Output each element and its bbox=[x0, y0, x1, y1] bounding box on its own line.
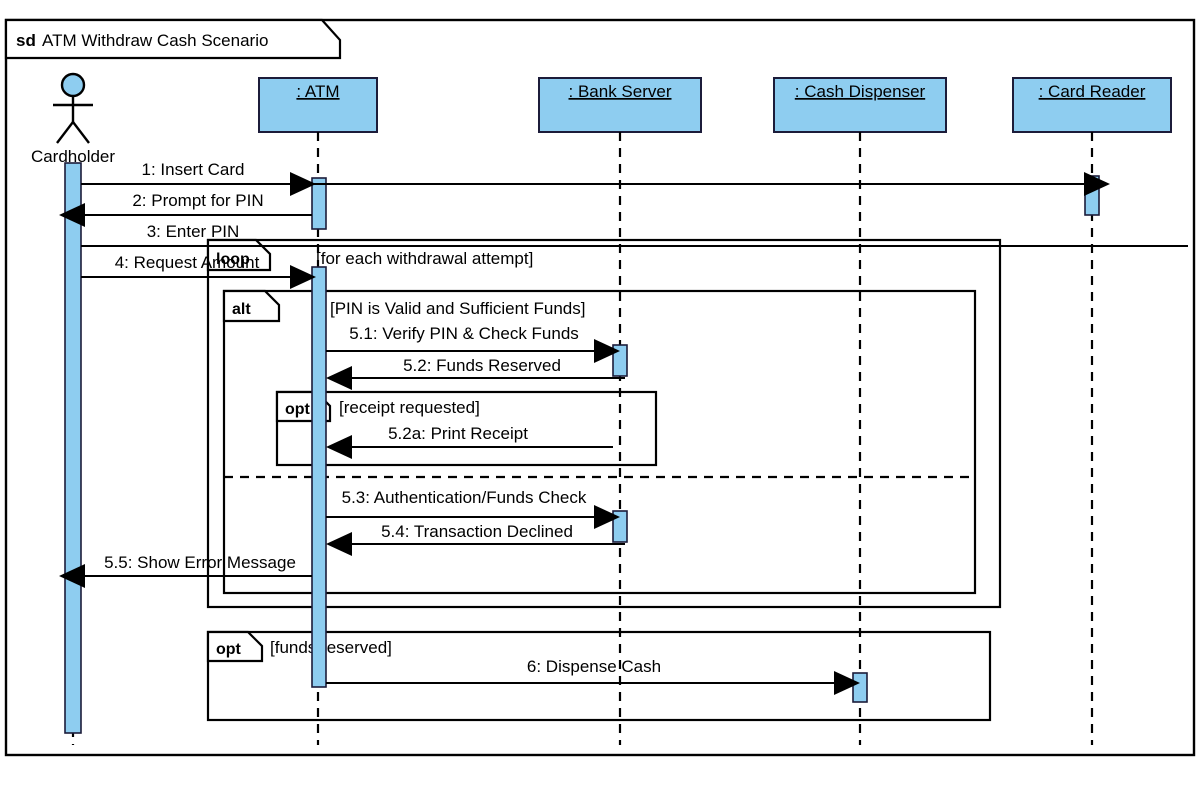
lifeline-cardholder bbox=[64, 162, 82, 745]
lifeline-head-reader[interactable] bbox=[1012, 77, 1172, 133]
arrowhead-55 bbox=[59, 564, 85, 588]
activation-bar-cardholder bbox=[64, 162, 82, 734]
lifeline-label-bank: : Bank Server bbox=[569, 82, 672, 101]
message-prompt-pin: 2: Prompt for PIN bbox=[59, 191, 312, 227]
lifeline-bank[interactable]: : Bank Server bbox=[538, 77, 702, 745]
activation-bar-atm-2 bbox=[311, 266, 327, 688]
message-label-3: 3: Enter PIN bbox=[147, 222, 240, 241]
arrowhead-6 bbox=[834, 671, 860, 695]
message-funds-reserved: 5.2: Funds Reserved bbox=[326, 356, 625, 390]
frame-title: ATM Withdraw Cash Scenario bbox=[42, 31, 268, 50]
lifeline-reader[interactable]: : Card Reader bbox=[1012, 77, 1172, 745]
arrowhead-2 bbox=[59, 203, 85, 227]
message-label-4: 4: Request Amount bbox=[115, 253, 260, 272]
actor-head-icon bbox=[60, 72, 86, 98]
lifeline-label-atm: : ATM bbox=[296, 82, 339, 101]
message-transaction-declined: 5.4: Transaction Declined bbox=[326, 522, 625, 556]
lifeline-label-reader: : Card Reader bbox=[1039, 82, 1146, 101]
fragment-opt-funds: opt [funds reserved] bbox=[206, 630, 992, 722]
message-label-52: 5.2: Funds Reserved bbox=[403, 356, 561, 375]
message-enter-pin: 3: Enter PIN bbox=[81, 222, 1188, 247]
message-print-receipt: 5.2a: Print Receipt bbox=[326, 424, 613, 459]
message-auth-funds-check: 5.3: Authentication/Funds Check bbox=[326, 488, 620, 529]
lifeline-label-dispenser: : Cash Dispenser bbox=[795, 82, 926, 101]
actor-label: Cardholder bbox=[31, 147, 115, 166]
lifeline-atm[interactable]: : ATM bbox=[258, 77, 378, 745]
message-request-amount: 4: Request Amount bbox=[81, 253, 316, 289]
message-show-error: 5.5: Show Error Message bbox=[59, 553, 312, 588]
message-label-6: 6: Dispense Cash bbox=[527, 657, 661, 676]
arrowhead-4 bbox=[290, 265, 316, 289]
lifeline-dispenser[interactable]: : Cash Dispenser bbox=[773, 77, 947, 745]
activation-bar-bank-1 bbox=[612, 344, 628, 377]
arrowhead-54 bbox=[326, 532, 352, 556]
message-label-1: 1: Insert Card bbox=[142, 160, 245, 179]
message-label-53: 5.3: Authentication/Funds Check bbox=[342, 488, 587, 507]
arrowhead-52 bbox=[326, 366, 352, 390]
fragment-keyword-opt-funds: opt bbox=[216, 641, 242, 658]
lifeline-head-dispenser[interactable] bbox=[773, 77, 947, 133]
fragment-keyword-alt: alt bbox=[232, 301, 251, 318]
fragment-guard-loop: [for each withdrawal attempt] bbox=[316, 249, 533, 268]
activation-bar-dispenser bbox=[852, 672, 868, 703]
message-dispense-cash: 6: Dispense Cash bbox=[326, 657, 860, 695]
arrowhead-1b bbox=[290, 172, 316, 196]
actor-cardholder[interactable]: Cardholder bbox=[31, 72, 115, 166]
message-label-2: 2: Prompt for PIN bbox=[132, 191, 263, 210]
message-insert-card: 1: Insert Card bbox=[81, 160, 1110, 196]
fragment-loop: loop [for each withdrawal attempt] bbox=[206, 238, 1002, 609]
fragment-guard-opt-receipt: [receipt requested] bbox=[339, 398, 480, 417]
lifeline-head-atm[interactable] bbox=[258, 77, 378, 133]
diagram-frame: sd ATM Withdraw Cash Scenario bbox=[4, 18, 1196, 757]
arrowhead-53 bbox=[594, 505, 620, 529]
message-label-52a: 5.2a: Print Receipt bbox=[388, 424, 528, 443]
message-label-54: 5.4: Transaction Declined bbox=[381, 522, 573, 541]
arrowhead-52a bbox=[326, 435, 352, 459]
arrowhead-1 bbox=[1084, 172, 1110, 196]
arrowhead-51 bbox=[594, 339, 620, 363]
fragment-guard-alt: [PIN is Valid and Sufficient Funds] bbox=[330, 299, 585, 318]
activation-bar-bank-2 bbox=[612, 510, 628, 543]
fragment-keyword-loop: loop bbox=[216, 251, 250, 268]
message-verify-pin: 5.1: Verify PIN & Check Funds bbox=[326, 324, 620, 363]
message-label-55: 5.5: Show Error Message bbox=[104, 553, 296, 572]
fragment-keyword-opt-receipt: opt bbox=[285, 401, 311, 418]
fragment-alt: alt [PIN is Valid and Sufficient Funds] bbox=[222, 289, 977, 595]
fragment-guard-opt-funds: [funds reserved] bbox=[270, 638, 392, 657]
message-label-51: 5.1: Verify PIN & Check Funds bbox=[349, 324, 579, 343]
frame-keyword: sd bbox=[16, 31, 36, 50]
activation-bar-atm-1 bbox=[311, 177, 327, 230]
